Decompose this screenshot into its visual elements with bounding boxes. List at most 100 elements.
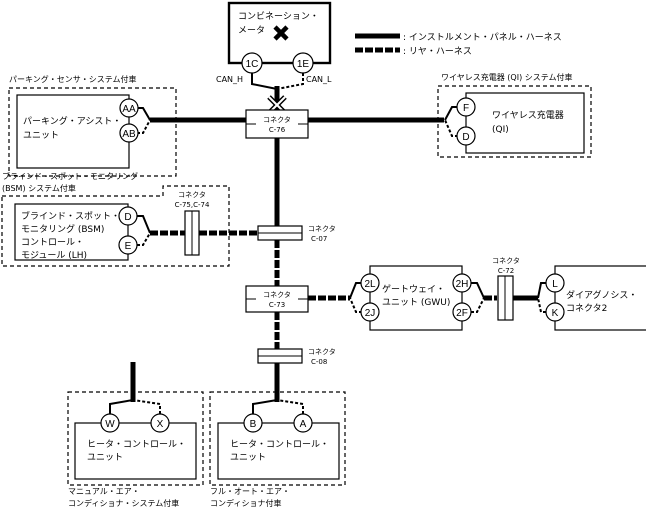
combination-meter-label-2: メータ (238, 25, 265, 36)
pin-w (100, 413, 120, 433)
auto-ac-group-border (209, 391, 346, 486)
pin-d-wireless-label: D (462, 132, 469, 143)
pin-2f (452, 302, 472, 322)
parking-unit-label-1: パーキング・アシスト・ (23, 115, 121, 127)
pin-w-label: W (105, 419, 115, 430)
manual-ac-group-label-1: マニュアル・エア・ (68, 487, 140, 496)
gateway-unit: ゲートウェイ・ ユニット (GWU) 2L 2J 2H 2F (349, 265, 485, 331)
pin-k-label: K (552, 308, 559, 319)
pin-2j-label: 2J (365, 308, 376, 319)
connector-c07-label-1: コネクタ (308, 224, 336, 233)
parking-unit-label-2: ユニット (23, 131, 59, 141)
auto-ac-heater-unit-box (217, 422, 340, 480)
pin-a-label: A (300, 419, 307, 430)
pin-d-bsm (118, 206, 138, 226)
pin-aa (119, 98, 139, 118)
connector-c08: コネクタ C-08 (257, 347, 336, 366)
pin-k (545, 302, 565, 322)
pin-b-label: B (250, 419, 257, 430)
auto-ac-unit-label-1: ヒータ・コントロール・ (230, 439, 329, 450)
diagnosis-connector-box (554, 265, 646, 331)
bsm-group: ブラインド・スポット・モニタリング (BSM) システム付車 ブラインド・スポッ… (1, 171, 230, 267)
connector-c73: コネクタ C-73 (245, 285, 309, 313)
trunk-wires (130, 86, 538, 402)
pin-2l-label: 2L (364, 279, 376, 290)
legend-solid-label: : インストルメント・パネル・ハーネス (403, 32, 562, 43)
wireless-unit-label-1: ワイヤレス充電器 (492, 109, 564, 121)
connector-c08-label-1: コネクタ (308, 347, 336, 356)
connector-c72: コネクタ C-72 (492, 256, 520, 321)
pin-e-bsm-label: E (125, 241, 132, 252)
can-l-label: CAN_L (306, 75, 332, 84)
manual-ac-unit-label-2: ユニット (87, 453, 123, 463)
wireless-charger-box (465, 92, 585, 154)
diagnosis-label-2: コネクタ2 (566, 303, 607, 314)
pin-x (150, 413, 170, 433)
combination-meter: コンビネーション・ メータ 1C 1E CAN_H CAN_L (216, 1, 332, 115)
connector-c76: コネクタ C-76 (245, 109, 309, 139)
diagnosis-label-1: ダイアグノシス・ (566, 289, 637, 301)
parking-assist-unit-box (16, 94, 130, 169)
connector-c73-label-1: コネクタ (263, 290, 291, 299)
pin-1e-label: 1E (297, 59, 310, 70)
connector-c72-label-1: コネクタ (492, 256, 520, 265)
gateway-unit-label-1: ゲートウェイ・ (382, 283, 445, 295)
diagnosis-connector: ダイアグノシス・ コネクタ2 L K (537, 265, 646, 331)
pin-l (545, 273, 565, 293)
bsm-unit-label-3: コントロール・ (21, 238, 84, 248)
connector-c07: コネクタ C-07 (257, 224, 336, 243)
parking-group-label: パーキング・センサ・システム付車 (9, 74, 137, 84)
legend: : インストルメント・パネル・ハーネス : リヤ・ハーネス (355, 32, 562, 57)
connector-c76-label-1: コネクタ (263, 115, 291, 124)
bsm-group-border (1, 185, 230, 267)
manual-ac-heater-unit-box (74, 422, 197, 480)
parking-group-border (8, 87, 177, 177)
pin-1c-label: 1C (246, 59, 259, 70)
pin-a (293, 413, 313, 433)
pin-b (243, 413, 263, 433)
pin-d-wireless (456, 126, 476, 146)
pin-f (456, 97, 476, 117)
gateway-unit-label-2: ユニット (GWU) (382, 298, 450, 308)
combination-meter-label-1: コンビネーション・ (238, 11, 319, 22)
connector-c73-label-2: C-73 (269, 301, 285, 309)
manual-ac-unit-label-1: ヒータ・コントロール・ (87, 439, 186, 450)
pin-ab (119, 123, 139, 143)
connector-c75-c74: コネクタ C-75,C-74 (175, 190, 210, 256)
pin-aa-label: AA (122, 104, 136, 115)
pin-2h-label: 2H (456, 279, 469, 290)
auto-ac-unit-label-2: ユニット (230, 453, 266, 463)
pin-e-bsm (118, 235, 138, 255)
wireless-group-label: ワイヤレス充電器 (QI) システム付車 (441, 72, 573, 82)
manual-ac-group-border (67, 391, 204, 486)
x-mark-icon (273, 25, 289, 41)
connector-c75-c74-label-2: C-75,C-74 (175, 201, 210, 209)
connector-c08-label-2: C-08 (311, 358, 327, 366)
bsm-group-label-1: ブラインド・スポット・モニタリング (2, 171, 138, 181)
bsm-unit-label-1: ブラインド・スポット・ (21, 210, 120, 222)
connector-c75-c74-label-1: コネクタ (178, 190, 206, 199)
auto-ac-group-label-2: コンディショナ付車 (210, 498, 281, 508)
manual-ac-group: ヒータ・コントロール・ ユニット W X マニュアル・エア・ コンディショナ・シ… (67, 391, 204, 508)
pin-x-label: X (157, 419, 164, 430)
wireless-unit-label-2: (QI) (492, 125, 509, 135)
pin-2h (452, 273, 472, 293)
can-h-label: CAN_H (216, 75, 243, 84)
bsm-group-label-2: (BSM) システム付車 (2, 183, 76, 193)
bsm-unit-label-2: モニタリング (BSM) (21, 223, 104, 235)
auto-ac-group-label-1: フル・オート・エア・ (210, 487, 290, 496)
bsm-unit-box (14, 203, 129, 261)
can-h-wire (251, 73, 278, 90)
parking-sensor-group: パーキング・センサ・システム付車 パーキング・アシスト・ ユニット AA AB (8, 74, 177, 177)
wireless-charger-group: ワイヤレス充電器 (QI) システム付車 ワイヤレス充電器 (QI) F D (437, 72, 592, 158)
pin-2l (360, 273, 380, 293)
manual-ac-group-label-2: コンディショナ・システム付車 (68, 498, 179, 508)
auto-ac-group: ヒータ・コントロール・ ユニット B A フル・オート・エア・ コンディショナ付… (209, 391, 346, 508)
pin-d-bsm-label: D (124, 212, 131, 223)
connector-c72-label-2: C-72 (498, 267, 514, 275)
pin-f-label: F (463, 103, 469, 114)
pin-ab-label: AB (122, 129, 136, 140)
pin-2j (360, 302, 380, 322)
bsm-unit-label-4: モジュール (LH) (21, 251, 87, 261)
